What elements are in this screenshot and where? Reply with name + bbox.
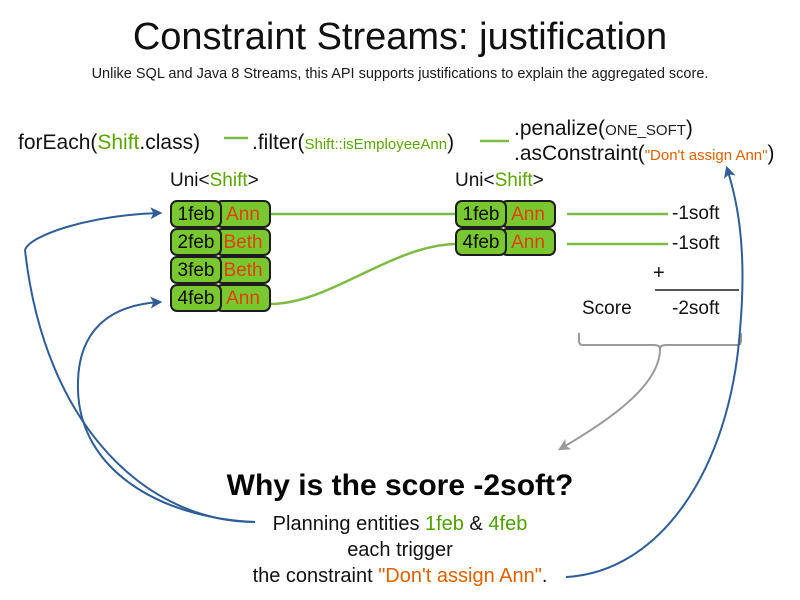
- shift-date: 2feb: [170, 228, 222, 256]
- shift-employee: Beth: [215, 256, 271, 284]
- pipeline-filter[interactable]: .filter(Shift::isEmployeeAnn): [252, 130, 454, 157]
- stream-label-right: Uni<Shift>: [455, 170, 544, 192]
- explanation-line-1-prefix: Planning entities: [272, 513, 425, 535]
- explanation-line-3-suffix: .: [541, 565, 548, 587]
- explanation-line-1: Planning entities 1feb & 4feb: [0, 511, 800, 537]
- uni-left-suffix: >: [247, 170, 259, 191]
- explanation-line-3: the constraint "Don't assign Ann".: [0, 563, 800, 589]
- shift-employee: Ann: [500, 228, 556, 256]
- score-explain-arrow: [557, 348, 661, 451]
- explanation-line-3-prefix: the constraint: [252, 565, 379, 587]
- explanation-entity-1feb: 1feb: [425, 513, 464, 535]
- shift-date: 4feb: [455, 228, 507, 256]
- explanation-line-2: each trigger: [347, 539, 453, 561]
- justification-arrow-1feb-head: [24, 207, 163, 251]
- penalize-arg: ONE_SOFT: [605, 122, 686, 139]
- shift-employee: Ann: [215, 284, 271, 312]
- uni-left-prefix: Uni<: [170, 170, 210, 191]
- filter-arg: Shift::isEmployeeAnn: [304, 136, 448, 153]
- table-row[interactable]: 3feb Beth: [170, 256, 271, 284]
- shift-employee: Ann: [500, 200, 556, 228]
- explanation-constraint-name: "Don't assign Ann": [378, 565, 542, 587]
- foreach-type: Shift: [97, 131, 140, 154]
- stream-line-4feb: [269, 242, 456, 306]
- score-brace: [578, 333, 742, 350]
- explanation-amp: &: [463, 513, 489, 535]
- uni-right-suffix: >: [532, 170, 544, 191]
- table-row[interactable]: 1feb Ann: [455, 200, 556, 228]
- foreach-call: forEach(: [18, 131, 98, 154]
- foreach-tail: .class): [139, 131, 201, 154]
- shift-date: 1feb: [455, 200, 507, 228]
- impact-value-1: -1soft: [672, 203, 720, 224]
- shift-employee: Beth: [215, 228, 271, 256]
- shift-employee: Ann: [215, 200, 271, 228]
- page-subtitle: Unlike SQL and Java 8 Streams, this API …: [91, 66, 709, 82]
- page-title: Constraint Streams: justification: [132, 16, 668, 58]
- fact-list-left: 1feb Ann 2feb Beth 3feb Beth 4feb Ann: [170, 200, 271, 312]
- score-label: Score: [582, 298, 632, 319]
- table-row[interactable]: 2feb Beth: [170, 228, 271, 256]
- table-row[interactable]: 1feb Ann: [170, 200, 271, 228]
- filter-call: .filter(: [252, 131, 305, 154]
- justification-arrow-4feb-head: [76, 296, 163, 391]
- uni-left-type: Shift: [209, 170, 248, 191]
- stream-label-left: Uni<Shift>: [170, 170, 259, 192]
- shift-date: 4feb: [170, 284, 222, 312]
- as-constraint-tail: ): [767, 142, 775, 165]
- pipeline-foreach[interactable]: forEach(Shift.class): [18, 130, 200, 155]
- as-constraint-arg: "Don't assign Ann": [644, 147, 768, 164]
- uni-right-prefix: Uni<: [455, 170, 495, 191]
- pipeline-penalize[interactable]: .penalize(ONE_SOFT): [514, 116, 693, 143]
- sum-operator: +: [653, 262, 665, 284]
- uni-right-type: Shift: [494, 170, 533, 191]
- penalize-tail: ): [685, 117, 693, 140]
- as-constraint-call: .asConstraint(: [514, 142, 645, 165]
- explanation-heading: Why is the score -2soft?: [226, 469, 574, 502]
- shift-date: 1feb: [170, 200, 222, 228]
- sum-divider: [655, 289, 739, 291]
- table-row[interactable]: 4feb Ann: [455, 228, 556, 256]
- score-total: -2soft: [672, 298, 720, 319]
- fact-list-right: 1feb Ann 4feb Ann: [455, 200, 556, 256]
- shift-date: 3feb: [170, 256, 222, 284]
- pipeline-as-constraint[interactable]: .asConstraint("Don't assign Ann"): [514, 141, 774, 168]
- filter-tail: ): [447, 131, 455, 154]
- penalize-call: .penalize(: [514, 117, 606, 140]
- explanation-entity-4feb: 4feb: [488, 513, 528, 535]
- impact-value-2: -1soft: [672, 233, 720, 254]
- table-row[interactable]: 4feb Ann: [170, 284, 271, 312]
